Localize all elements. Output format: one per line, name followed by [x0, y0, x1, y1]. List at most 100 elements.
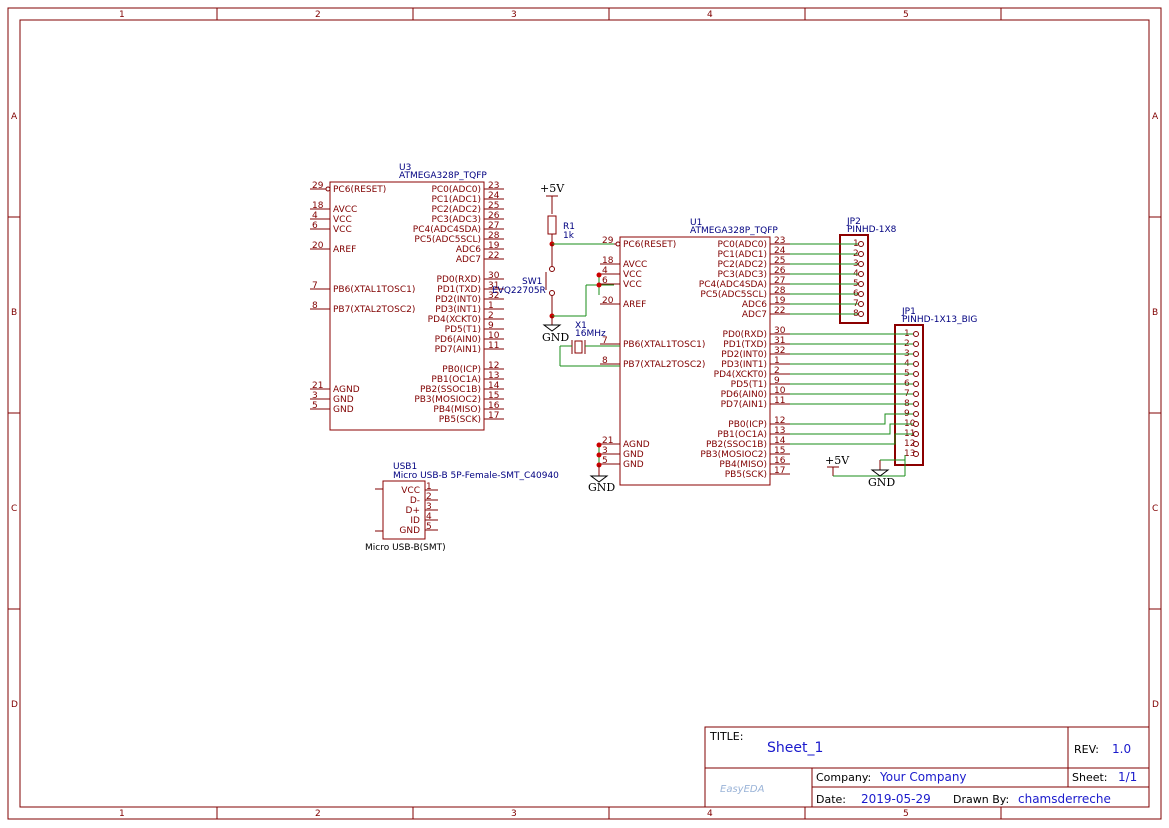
u3-part: ATMEGA328P_TQFP: [399, 171, 487, 181]
pin-name: GND: [623, 460, 644, 470]
pin-number: 5: [602, 456, 608, 466]
svg-text:GND: GND: [542, 331, 569, 344]
pin-name: ADC6: [456, 245, 481, 255]
svg-text:GND: GND: [588, 481, 615, 494]
pin-number: 9: [774, 376, 780, 386]
pin-name: PC0(ADC0): [717, 240, 767, 250]
svg-text:R1: R1: [563, 222, 575, 232]
col-label: 1: [119, 809, 125, 819]
pin-number: 5: [426, 522, 432, 532]
pin-number: 13: [488, 371, 499, 381]
pin-number: 17: [488, 411, 499, 421]
svg-text:PINHD-1X8: PINHD-1X8: [847, 225, 897, 235]
gnd-jp1: GND: [868, 459, 905, 489]
gnd-sw1: GND: [542, 316, 569, 344]
pin-name: PD2(INT0): [721, 350, 767, 360]
pin-number: 21: [312, 381, 323, 391]
svg-text:JP2: JP2: [846, 217, 861, 227]
pin-number: 30: [488, 271, 500, 281]
pin-number: 2: [426, 492, 432, 502]
pin-number: 21: [602, 436, 613, 446]
pin-number: 1: [774, 356, 780, 366]
switch-sw1: SW1 EVQ22705R: [492, 244, 555, 316]
svg-text:Sheet:: Sheet:: [1072, 771, 1108, 784]
pin-name: PD5(T1): [445, 325, 481, 335]
pin-name: AGND: [623, 440, 650, 450]
pin-name: PB1(OC1A): [431, 375, 481, 385]
pin-number: 2: [488, 311, 494, 321]
pin-name: D-: [410, 496, 420, 506]
pin-name: GND: [333, 395, 354, 405]
svg-text:Drawn By:: Drawn By:: [953, 793, 1009, 806]
pin-number: 8: [312, 301, 318, 311]
pin-name: PB1(OC1A): [717, 430, 767, 440]
pin-number: 19: [488, 241, 500, 251]
pin-name: PD6(AIN0): [435, 335, 481, 345]
pin-number: 27: [488, 221, 499, 231]
connector-usb1: USB1 Micro USB-B 5P-Female-SMT_C40940 1V…: [365, 462, 559, 553]
pin-name: PB2(SSOC1B): [706, 440, 767, 450]
pin-name: AGND: [333, 385, 360, 395]
svg-text:JP1: JP1: [901, 307, 916, 317]
pin-name: PC4(ADC4SDA): [413, 225, 481, 235]
pin-name: PD0(RXD): [437, 275, 481, 285]
pin-name: PB0(ICP): [442, 365, 481, 375]
pin-name: VCC: [401, 486, 420, 496]
pin-name: PC2(ADC2): [431, 205, 481, 215]
power-5v-jp1: +5V: [825, 454, 906, 477]
col-label: 1: [119, 10, 125, 20]
u1-part: ATMEGA328P_TQFP: [690, 226, 778, 236]
svg-text:X1: X1: [575, 321, 587, 331]
pin-name: PB6(XTAL1TOSC1): [333, 285, 415, 295]
svg-text:Micro USB-B 5P-Female-SMT_C409: Micro USB-B 5P-Female-SMT_C40940: [393, 471, 559, 481]
col-label: 4: [707, 809, 713, 819]
pin-name: PD5(T1): [731, 380, 767, 390]
pin-name: PC1(ADC1): [431, 195, 481, 205]
svg-text:SW1: SW1: [522, 277, 542, 287]
pin-name: AVCC: [623, 260, 647, 270]
pin-number: 11: [774, 396, 785, 406]
pin-number: 7: [602, 336, 608, 346]
svg-text:2019-05-29: 2019-05-29: [861, 792, 931, 806]
pin-name: PD7(AIN1): [435, 345, 481, 355]
pin-number: 17: [774, 466, 785, 476]
pin-number: 32: [774, 346, 785, 356]
pin-name: PC3(ADC3): [431, 215, 481, 225]
pin-number: 29: [312, 181, 324, 191]
pin-number: 30: [774, 326, 786, 336]
pin-name: PB3(MOSIOC2): [700, 450, 767, 460]
pin-number: 31: [774, 336, 785, 346]
pin-number: 23: [774, 236, 785, 246]
pin-number: 11: [488, 341, 499, 351]
pin-number: 15: [774, 446, 785, 456]
pin-name: PC1(ADC1): [717, 250, 767, 260]
pin-name: PC5(ADC5SCL): [414, 235, 481, 245]
pin-number: 24: [488, 191, 500, 201]
pin-number: 14: [774, 436, 786, 446]
col-label: 4: [707, 10, 713, 20]
col-label: 2: [315, 809, 321, 819]
pin-number: 26: [488, 211, 500, 221]
pin-name: PB4(MISO): [719, 460, 767, 470]
pin-number: 4: [312, 211, 318, 221]
pin-name: PD6(AIN0): [721, 390, 767, 400]
svg-text:1.0: 1.0: [1112, 742, 1131, 756]
pin-number: 1: [426, 482, 432, 492]
pin-name: PB5(SCK): [439, 415, 481, 425]
pin-number: 32: [488, 291, 499, 301]
title-block: TITLE: Sheet_1 REV: 1.0 Company: Your Co…: [704, 726, 1150, 808]
pin-number: 3: [312, 391, 318, 401]
pin-number: 4: [602, 266, 608, 276]
pin-number: 10: [488, 331, 500, 341]
pin-name: GND: [333, 405, 354, 415]
pin-name: PB3(MOSIOC2): [414, 395, 481, 405]
pin-number: 12: [488, 361, 499, 371]
pin-number: 26: [774, 266, 786, 276]
pin-number: 3: [426, 502, 432, 512]
svg-text:16MHz: 16MHz: [575, 329, 606, 339]
pin-name: PC2(ADC2): [717, 260, 767, 270]
svg-text:EVQ22705R: EVQ22705R: [492, 286, 546, 296]
